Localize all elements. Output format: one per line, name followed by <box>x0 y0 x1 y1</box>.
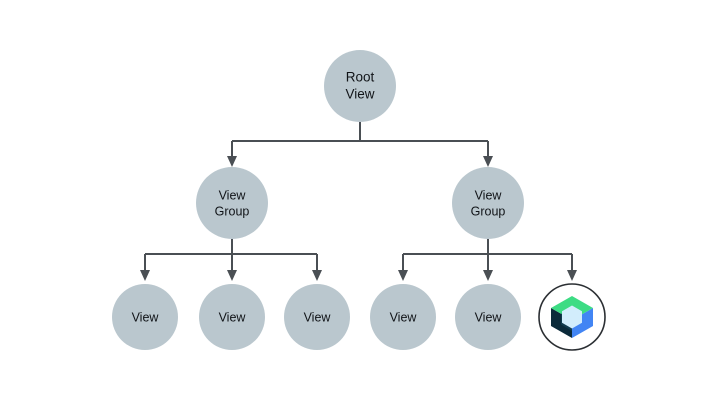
node-root-view-label-line1: Root <box>346 70 375 85</box>
arrowhead-vg-right <box>483 156 493 167</box>
node-view-3-label: View <box>304 310 332 324</box>
node-view-group-left-label-line1: View <box>219 188 247 202</box>
node-view-group-left-label-line2: Group <box>215 204 250 218</box>
node-view-group-right-circle[interactable] <box>452 167 524 239</box>
jetpack-compose-logo-icon <box>551 296 593 338</box>
node-view-2-label: View <box>219 310 247 324</box>
arrowhead-vg-left <box>227 156 237 167</box>
node-root-view-circle[interactable] <box>324 50 396 122</box>
node-view-3-circle[interactable] <box>284 284 350 350</box>
node-view-5[interactable]: View <box>455 284 521 350</box>
node-view-2-circle[interactable] <box>199 284 265 350</box>
edge-group-root <box>227 122 493 167</box>
compose-logo-center-hexagon <box>562 305 582 329</box>
node-view-5-circle[interactable] <box>455 284 521 350</box>
node-view-group-right[interactable]: View Group <box>452 167 524 239</box>
arrowhead-leaf-3 <box>312 270 322 281</box>
node-view-4[interactable]: View <box>370 284 436 350</box>
node-view-1-label: View <box>132 310 160 324</box>
arrowhead-leaf-4 <box>398 270 408 281</box>
node-root-view[interactable]: Root View <box>324 50 396 122</box>
node-view-group-right-label-line1: View <box>475 188 503 202</box>
node-view-4-label: View <box>390 310 418 324</box>
node-view-1[interactable]: View <box>112 284 178 350</box>
node-view-group-left[interactable]: View Group <box>196 167 268 239</box>
node-compose[interactable] <box>538 283 606 351</box>
arrowhead-leaf-compose <box>567 270 577 281</box>
arrowhead-leaf-5 <box>483 270 493 281</box>
arrowhead-leaf-1 <box>140 270 150 281</box>
node-view-1-circle[interactable] <box>112 284 178 350</box>
node-root-view-label-line2: View <box>345 87 374 102</box>
compose-logo-right-face <box>572 308 593 338</box>
arrowhead-leaf-2 <box>227 270 237 281</box>
node-view-5-label: View <box>475 310 503 324</box>
node-view-4-circle[interactable] <box>370 284 436 350</box>
node-view-2[interactable]: View <box>199 284 265 350</box>
node-view-3[interactable]: View <box>284 284 350 350</box>
node-view-group-left-circle[interactable] <box>196 167 268 239</box>
node-view-group-right-label-line2: Group <box>471 204 506 218</box>
edge-group-right <box>398 239 577 281</box>
edge-group-left <box>140 239 322 281</box>
